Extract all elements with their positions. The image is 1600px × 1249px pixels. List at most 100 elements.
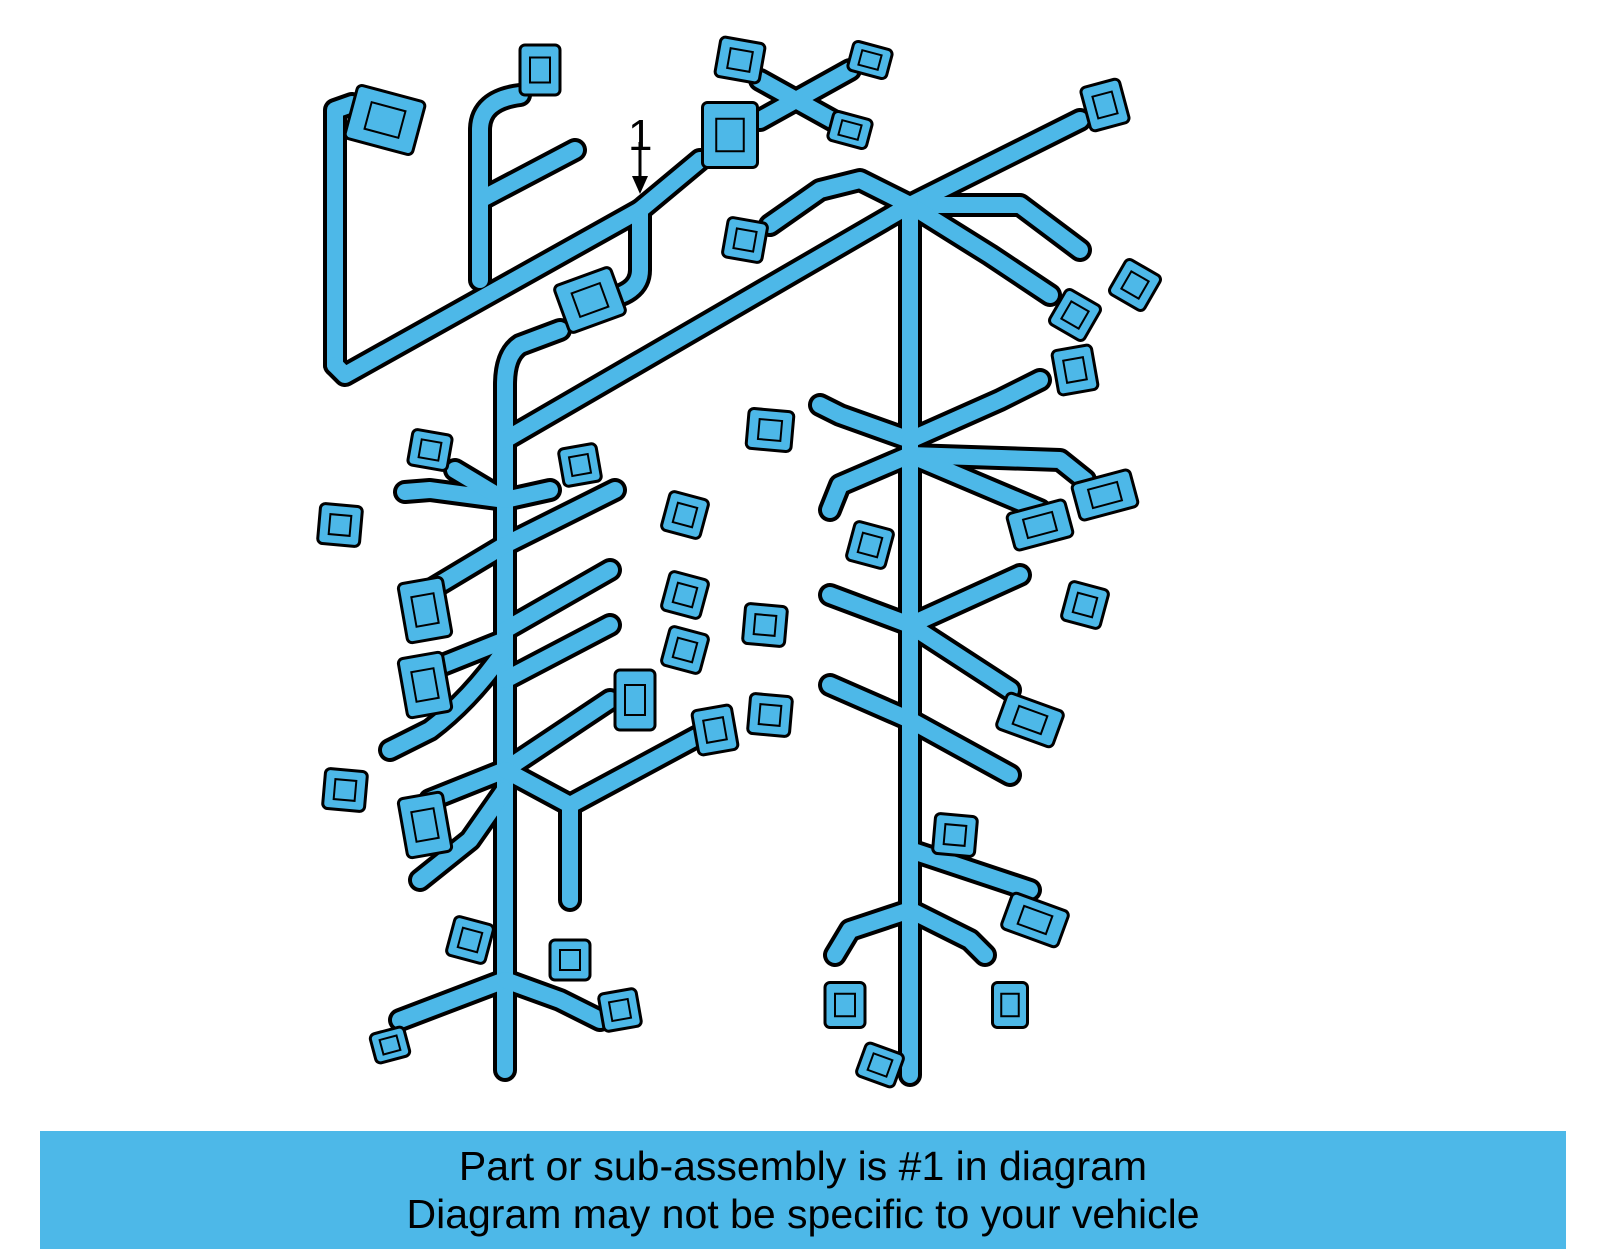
connector-body (518, 43, 562, 97)
connector-plug (931, 812, 979, 858)
connector-socket (757, 703, 783, 727)
connector-socket (834, 992, 856, 1018)
connector-socket (1011, 704, 1049, 736)
harness-branch-r3 (902, 447, 1093, 488)
connector-body (995, 691, 1065, 749)
connector-body (744, 407, 796, 453)
harness-branch-r6 (902, 567, 1028, 633)
connector-plug (846, 39, 894, 81)
harness-branch-r8 (902, 617, 1018, 698)
connector-body (368, 1025, 412, 1065)
connector-plug (1050, 343, 1100, 397)
harness-branch-r4 (902, 447, 1048, 518)
connector-body (855, 1041, 905, 1089)
connector-body (548, 938, 592, 982)
connector-socket (529, 56, 551, 84)
harness-branch-r13 (902, 902, 993, 963)
connector-plug (1070, 468, 1140, 522)
connector-socket (732, 227, 758, 253)
connector-socket (671, 636, 699, 664)
connector-plug (343, 84, 427, 156)
connector-body (321, 767, 369, 813)
connector-body (660, 625, 710, 675)
footer-banner: Part or sub-assembly is #1 in diagram Di… (40, 1131, 1566, 1249)
connector-socket (671, 501, 699, 529)
connector-socket (942, 823, 968, 847)
footer-line-part-number: Part or sub-assembly is #1 in diagram (458, 1143, 1148, 1189)
connector-body (597, 987, 643, 1033)
connector-body (713, 35, 767, 85)
connector-socket (1086, 480, 1124, 510)
harness-branch-r9 (822, 677, 918, 728)
harness-branch-left-loop (327, 96, 360, 373)
harness-branch-l10 (497, 692, 618, 778)
connector-body (613, 668, 657, 732)
connector-plug (316, 502, 364, 548)
connector-body (1048, 288, 1102, 342)
connector-socket (570, 281, 610, 319)
connector-body (746, 692, 794, 738)
harness-branch-r2 (902, 372, 1048, 448)
connector-body (660, 490, 710, 540)
connector-body (1050, 343, 1100, 397)
connector-socket (671, 581, 699, 609)
harness-wires (327, 62, 1093, 1083)
connector-socket (1062, 356, 1088, 384)
connector-body (406, 428, 454, 472)
connector-body (931, 812, 979, 858)
connector-plug (613, 668, 657, 732)
connector-socket (456, 926, 484, 954)
harness-branch-r5 (822, 447, 918, 518)
connector-plug (746, 692, 794, 738)
connector-body (396, 650, 454, 720)
connector-socket (567, 452, 593, 478)
connector-body (741, 602, 789, 648)
connector-socket (378, 1034, 402, 1056)
connector-plug (721, 216, 769, 264)
connector-body (660, 570, 710, 620)
connector-socket (363, 100, 407, 140)
connector-body (690, 703, 740, 757)
footer-line-disclaimer: Diagram may not be specific to your vehi… (406, 1191, 1200, 1237)
connector-plug (396, 650, 454, 720)
connector-body (557, 442, 603, 488)
connector-plug (1048, 288, 1102, 342)
connector-plug (660, 625, 710, 675)
harness-branch-l9 (382, 642, 513, 758)
connector-socket (410, 807, 440, 843)
harness-branch-top-diagonal (327, 202, 648, 383)
connector-socket (756, 417, 784, 443)
connector-socket (624, 684, 646, 716)
harness-left-trunk (497, 322, 568, 1078)
connector-body (845, 520, 895, 570)
connector-socket (559, 949, 581, 971)
connector-socket (752, 613, 778, 637)
harness-branch-r7 (822, 587, 918, 633)
connector-body (445, 915, 495, 965)
connector-plug (1005, 498, 1075, 552)
connector-socket (1016, 904, 1054, 936)
connector-body (1070, 468, 1140, 522)
harness-branch-l16 (497, 972, 608, 1028)
connector-socket (715, 117, 745, 153)
harness-branch-l2 (447, 462, 513, 508)
harness-branch-r12 (827, 902, 918, 963)
connector-socket (837, 118, 863, 142)
connector-socket (1119, 269, 1151, 301)
connector-body (721, 216, 769, 264)
harness-branch-top-stub (472, 142, 583, 208)
harness-cross-diagonal (497, 197, 918, 448)
connector-socket (726, 47, 754, 73)
connector-plug (991, 981, 1029, 1029)
connector-plug (518, 43, 562, 97)
harness-branch-right-upper (902, 197, 1088, 258)
connector-plug (368, 1025, 412, 1065)
connector-plug (855, 1041, 905, 1089)
connector-plug (845, 520, 895, 570)
connector-body (1060, 580, 1110, 630)
connector-body (343, 84, 427, 156)
harness-branch-l6 (497, 562, 618, 638)
connector-socket (1091, 90, 1119, 120)
harness-branch-l8 (497, 617, 618, 688)
harness-branch-l1 (397, 482, 513, 508)
